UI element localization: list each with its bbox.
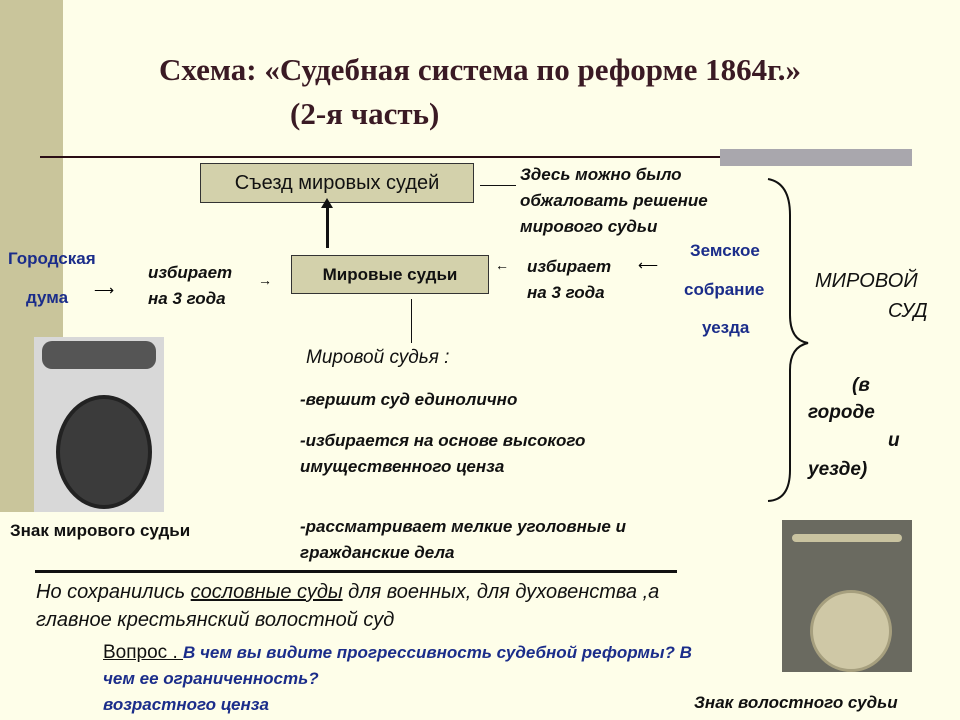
justices-box: Мировые судьи <box>291 255 489 294</box>
arrow-head-icon <box>321 198 333 208</box>
bottom-pre: Но сохранились <box>36 581 191 603</box>
elects-right-1: избирает <box>527 257 612 276</box>
elects-left-1: избирает <box>148 263 233 282</box>
world-court-note-1: (в <box>852 375 870 396</box>
congress-box: Съезд мировых судей <box>200 163 474 203</box>
bottom-underlined: сословные суды <box>190 581 343 603</box>
question: Вопрос . В чем вы видите прогрессивность… <box>103 640 723 692</box>
slide-subtitle: (2-я часть) <box>290 96 440 131</box>
world-court-note-2: городе <box>808 402 875 423</box>
bottom-divider <box>35 570 677 573</box>
world-court-2: СУД <box>888 300 928 322</box>
slide-title: Схема: «Судебная система по реформе 1864… <box>158 52 802 87</box>
zemstvo-2: собрание <box>684 280 765 299</box>
decor-bar <box>720 149 912 166</box>
bottom-note: Но сохранились сословные суды для военны… <box>36 578 716 634</box>
medal-image-justice <box>34 337 164 512</box>
medal1-caption: Знак мирового судьи <box>10 521 191 540</box>
arrow-right-icon: → <box>258 272 272 288</box>
arrow-right-icon: ⟶ <box>94 282 115 298</box>
city-duma-line1: Городская <box>8 249 96 268</box>
arrow-up <box>326 208 329 248</box>
judge-point-2: -рассматривает мелкие уголовные и гражда… <box>300 517 626 562</box>
question-text: В чем вы видите прогрессивность судебной… <box>103 643 692 688</box>
question-overlap: возрастного ценза <box>103 695 269 714</box>
world-court-1: МИРОВОЙ <box>815 270 918 292</box>
brace-icon <box>767 178 809 502</box>
connector <box>480 185 516 186</box>
connector <box>411 299 412 343</box>
medal2-caption: Знак волостного судьи <box>694 693 898 712</box>
elects-left-2: на 3 года <box>148 289 226 308</box>
arrow-left-icon: ⟵ <box>638 257 659 273</box>
medal-image-volost <box>782 520 912 672</box>
zemstvo-3: уезда <box>702 318 750 337</box>
bottom-post: для военных, для духовенства ,а главное … <box>36 581 660 631</box>
world-court-note-3: и <box>888 430 900 451</box>
world-court-note-4: уезде) <box>808 459 868 480</box>
zemstvo-1: Земское <box>690 241 760 260</box>
title-divider <box>40 156 910 158</box>
city-duma-line2: дума <box>26 288 69 307</box>
judge-point-3: -избирается на основе высокого имуществе… <box>300 431 586 476</box>
elects-right-2: на 3 года <box>527 283 605 302</box>
judge-heading: Мировой судья : <box>306 347 450 368</box>
judge-point-1: -вершит суд единолично <box>300 390 518 409</box>
appeal-note: Здесь можно было обжаловать решение миро… <box>520 165 708 236</box>
arrow-left-icon: ← <box>495 257 509 273</box>
question-label: Вопрос . <box>103 642 183 663</box>
